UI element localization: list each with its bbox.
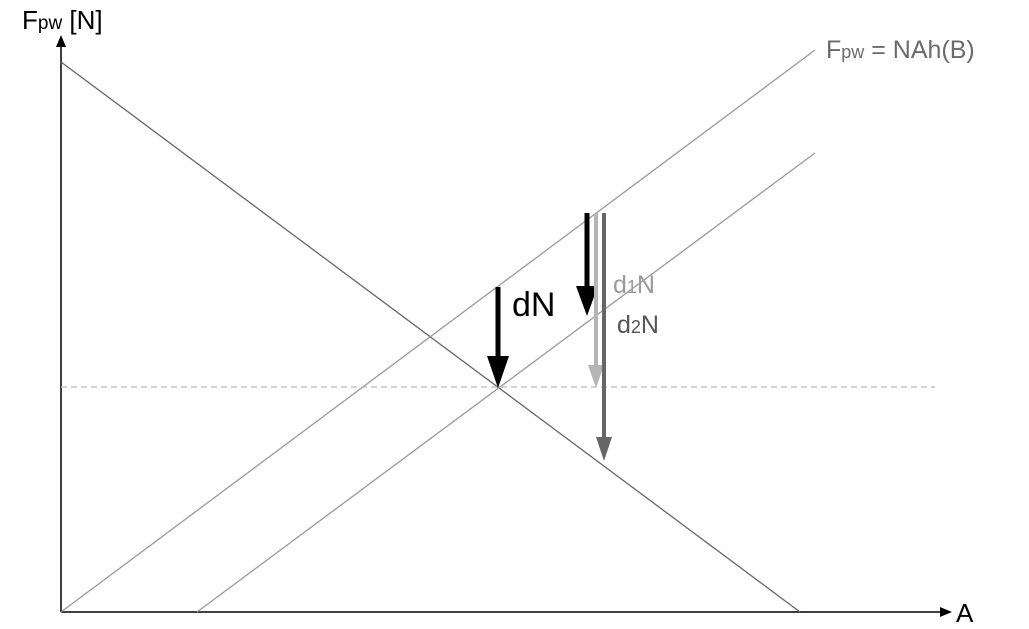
x-axis-label: A bbox=[956, 598, 974, 628]
y-axis-arrow-icon bbox=[56, 35, 66, 47]
dN-arrow bbox=[487, 287, 509, 388]
y-axis-label: Fpw [N] bbox=[22, 5, 103, 35]
dN-label: dN bbox=[512, 286, 555, 324]
d1N-label: d1N bbox=[613, 271, 655, 299]
d1N-arrow bbox=[588, 213, 604, 388]
shift-arrow-black bbox=[576, 213, 598, 316]
d2N-label: d2N bbox=[617, 311, 659, 339]
x-axis-arrow-icon bbox=[940, 607, 952, 617]
supply-line-upper bbox=[60, 49, 816, 613]
curve-label: Fpw = NAh(B) bbox=[826, 36, 975, 64]
d2N-arrow bbox=[596, 213, 612, 461]
supply-line-lower bbox=[196, 152, 816, 613]
